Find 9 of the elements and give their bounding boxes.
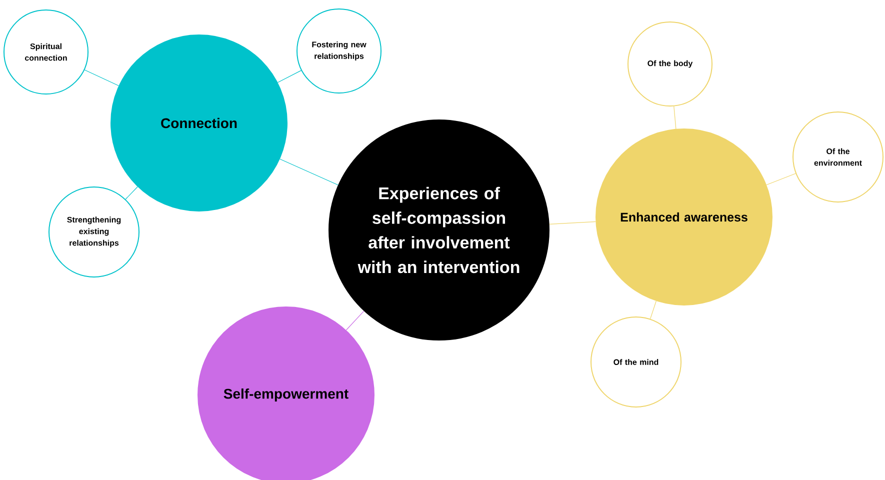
connector-line bbox=[280, 158, 338, 186]
connector-line bbox=[346, 310, 364, 330]
connector-line bbox=[674, 106, 676, 130]
connector-line bbox=[125, 186, 138, 200]
connector-line bbox=[277, 70, 302, 83]
connector-line bbox=[650, 300, 656, 320]
connector-line bbox=[84, 70, 120, 86]
connector-line bbox=[549, 221, 596, 224]
connector-line bbox=[766, 173, 796, 186]
